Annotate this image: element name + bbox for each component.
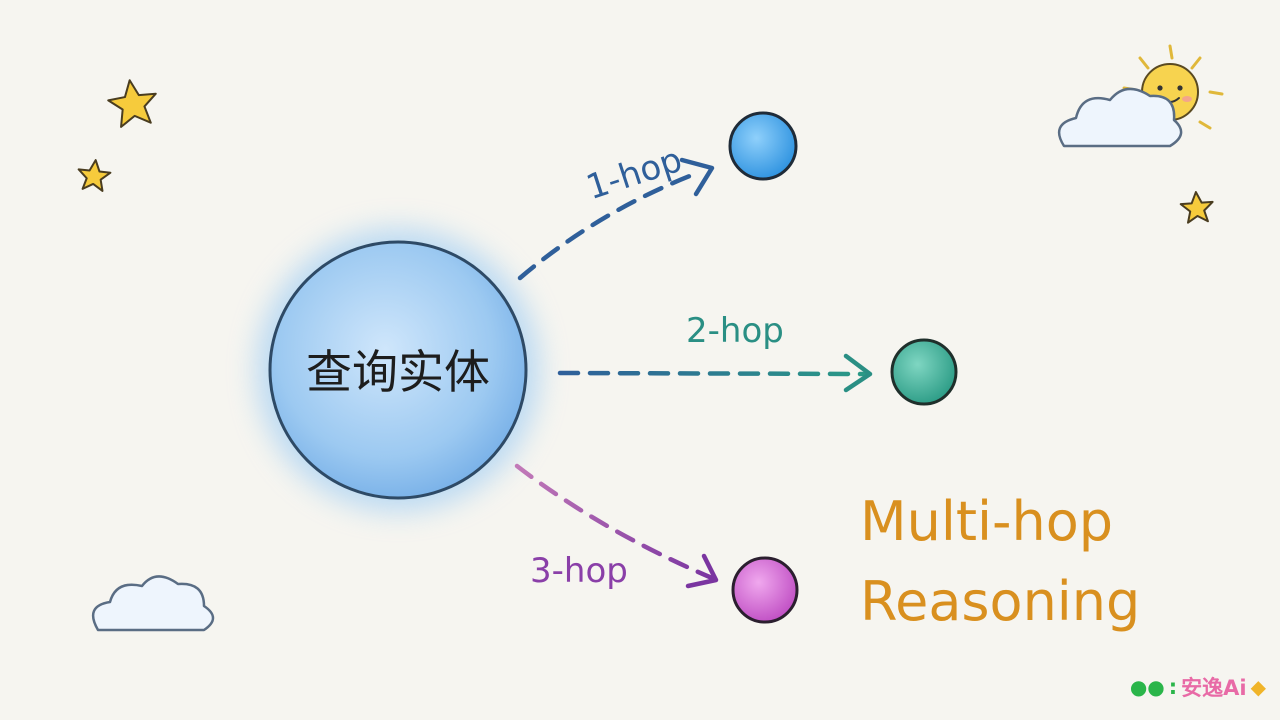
hop-1-node <box>728 111 798 181</box>
center-node: 查询实体 <box>256 228 540 512</box>
star-icon <box>1179 191 1214 224</box>
hop-3-node <box>731 556 799 624</box>
watermark-separator: : <box>1168 675 1178 699</box>
bird-icon: ◆ <box>1250 675 1266 699</box>
star-icon <box>77 159 112 192</box>
cloud-icon <box>91 575 215 632</box>
hop-2-label: 2-hop <box>686 311 784 351</box>
cloud-icon <box>1057 87 1183 148</box>
wechat-icon: ●● <box>1129 675 1165 699</box>
watermark-text: 安逸Ai <box>1181 676 1247 700</box>
hop-1-label: 1-hop <box>582 140 687 208</box>
hop-2-node <box>890 338 958 406</box>
watermark: ●● : 安逸Ai ◆ <box>1130 672 1266 702</box>
hop-2-path: 2-hop <box>557 311 873 393</box>
hop-3-label: 3-hop <box>530 551 628 591</box>
title-line-2: Reasoning <box>860 570 1140 633</box>
hop-1-path: 1-hop <box>517 140 715 281</box>
hop-3-path: 3-hop <box>514 463 719 591</box>
star-icon <box>107 79 157 128</box>
center-node-label: 查询实体 <box>306 345 490 399</box>
title-line-1: Multi-hop <box>860 490 1113 553</box>
